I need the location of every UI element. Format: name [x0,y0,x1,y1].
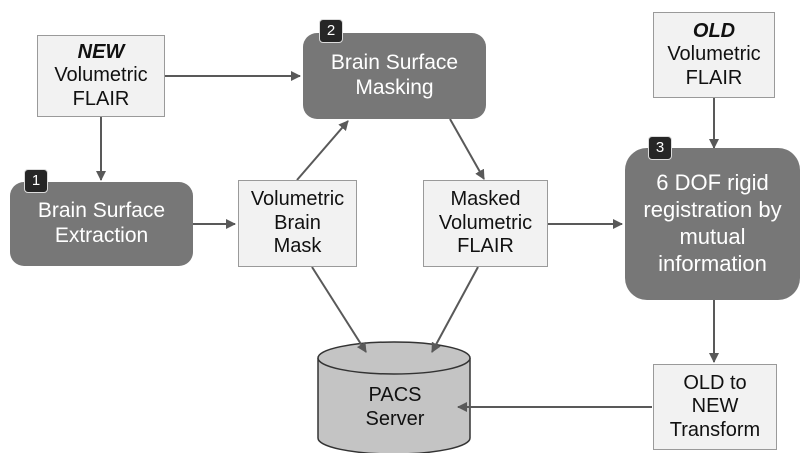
arrow-brain-mask-to-pacs [311,266,367,353]
step-2-badge: 2 [319,19,343,43]
registration-line4: information [658,250,767,276]
brain-surface-extraction-node: Brain Surface Extraction [10,182,193,266]
old-to-new-transform-node: OLD to NEW Transform [653,364,777,450]
brain-surface-masking-node: Brain Surface Masking [303,33,486,119]
step-1-badge: 1 [24,169,48,193]
brain-mask-line2: Brain [274,211,321,234]
brain-mask-line1: Volumetric [250,188,345,211]
pacs-line2: Server [365,408,425,430]
step-3-badge: 3 [648,136,672,160]
new-volumetric-flair-node: NEW Volumetric FLAIR [37,35,165,117]
pacs-line1: PACS [368,384,422,406]
masked-flair-line3: FLAIR [457,235,514,258]
rigid-registration-node: 6 DOF rigid registration by mutual infor… [625,148,800,300]
old-volumetric-flair-node: OLD Volumetric FLAIR [653,12,775,98]
arrow-masking-to-masked-flair [449,118,485,180]
old-flair-line3: FLAIR [685,66,743,89]
masked-flair-line2: Volumetric [438,211,533,234]
volumetric-brain-mask-node: Volumetric Brain Mask [238,180,357,267]
transform-line3: Transform [669,418,761,441]
registration-line2: registration by [643,197,782,223]
new-flair-line2: Volumetric [54,64,148,87]
registration-line3: mutual [679,224,746,249]
transform-line2: NEW [691,395,739,418]
extraction-line2: Extraction [54,224,149,247]
extraction-line1: Brain Surface [37,199,166,223]
transform-line1: OLD to [683,371,747,394]
registration-line1: 6 DOF rigid [656,170,769,196]
new-flair-qualifier: NEW [77,40,125,63]
masked-flair-line1: Masked [450,188,521,211]
new-flair-line3: FLAIR [72,87,130,110]
old-flair-line2: Volumetric [667,43,761,66]
masking-line2: Masking [355,75,434,99]
masked-volumetric-flair-node: Masked Volumetric FLAIR [423,180,548,267]
brain-mask-line3: Mask [273,235,322,258]
arrow-masked-flair-to-pacs [431,266,479,353]
old-flair-qualifier: OLD [692,19,736,42]
pacs-server-label: PACS Server [320,383,470,431]
arrow-brain-mask-to-masking [296,120,349,181]
masking-line1: Brain Surface [330,51,459,74]
